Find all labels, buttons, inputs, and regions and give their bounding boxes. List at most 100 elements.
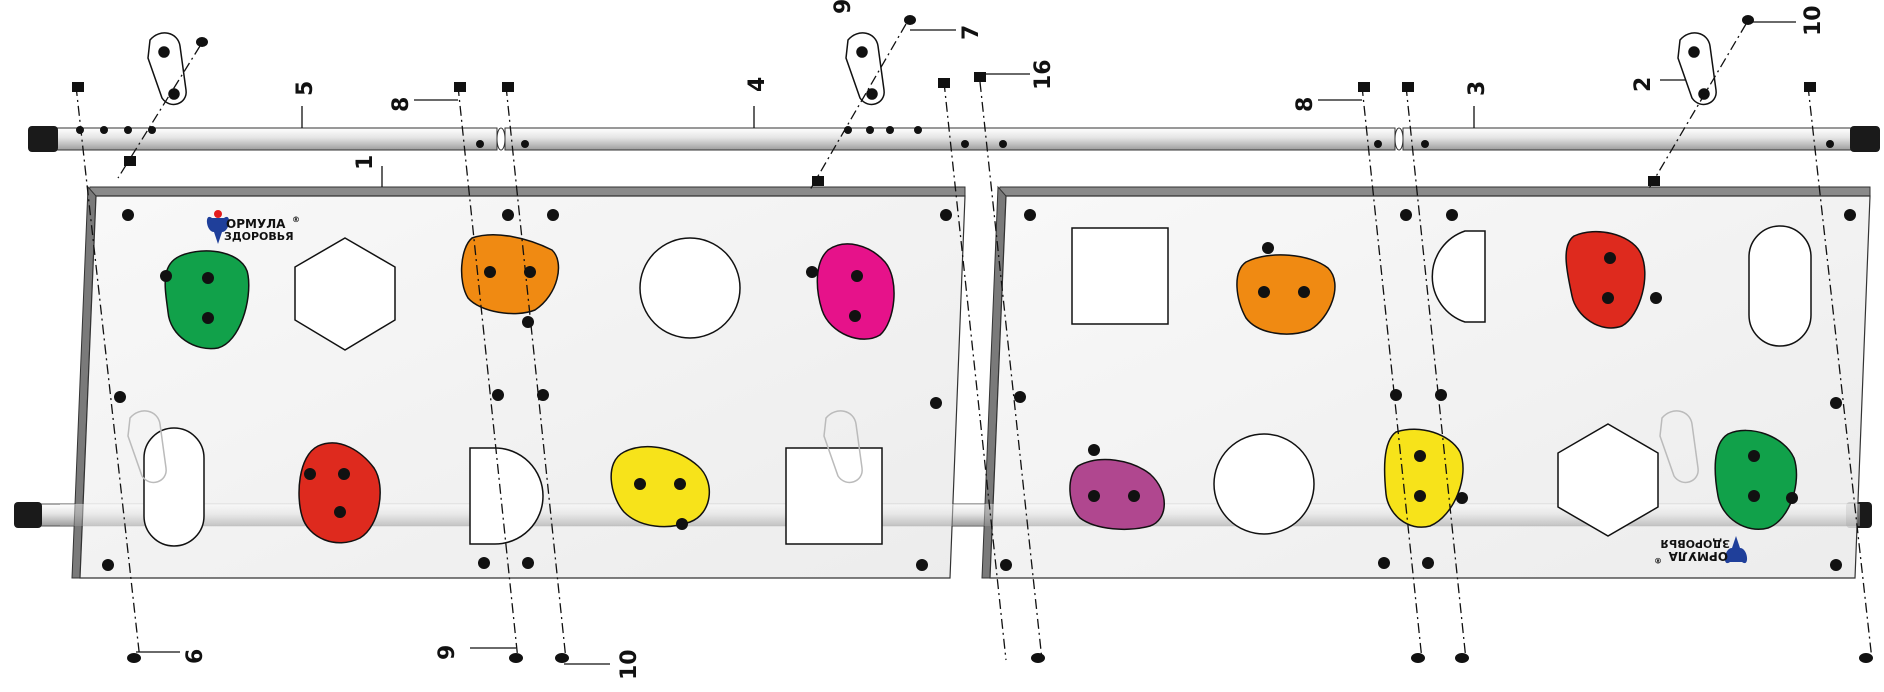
bolt-dot xyxy=(202,272,214,284)
mount-hole xyxy=(940,209,952,221)
stadium-cutout xyxy=(1748,225,1812,347)
nut xyxy=(72,82,84,92)
hold-purple xyxy=(1069,458,1165,531)
mount-hole xyxy=(114,391,126,403)
callout-7: 7 xyxy=(959,25,984,40)
tube-hole xyxy=(521,140,529,148)
logo-line1: ОРМУЛА xyxy=(226,217,286,231)
axis-line xyxy=(1647,23,1747,191)
axis-line xyxy=(1807,85,1873,661)
clamp-brackets-rear xyxy=(127,410,1699,484)
mount-hole xyxy=(478,557,490,569)
bolt-dot xyxy=(674,478,686,490)
extra-dot xyxy=(806,266,818,278)
bolt-head xyxy=(1031,653,1045,663)
mount-hole xyxy=(1024,209,1036,221)
extra-dot xyxy=(1456,492,1468,504)
tube-end-cap-left xyxy=(14,502,42,528)
tube-hole xyxy=(100,126,108,134)
bolt-dot xyxy=(1258,286,1270,298)
half-circle-cutout xyxy=(469,447,544,545)
extra-dot xyxy=(1650,292,1662,304)
square-cutout xyxy=(1071,227,1169,325)
hold-red-right xyxy=(1565,230,1646,329)
tube-hole xyxy=(1826,140,1834,148)
mount-hole xyxy=(1014,391,1026,403)
axis-line xyxy=(979,81,1043,661)
mount-hole xyxy=(502,209,514,221)
clamp-bracket xyxy=(147,32,187,106)
hold-green xyxy=(164,250,250,350)
bolt-dot xyxy=(1602,292,1614,304)
tube-hole xyxy=(476,140,484,148)
tube-hole xyxy=(999,140,1007,148)
tube-hole xyxy=(148,126,156,134)
hold-magenta xyxy=(816,243,895,340)
tube-hole xyxy=(886,126,894,134)
bolt-head xyxy=(904,15,916,25)
panel-right-cutouts xyxy=(1071,225,1812,537)
mount-hole xyxy=(1400,209,1412,221)
clamp-bracket-rear xyxy=(127,410,167,484)
clamp-bracket-rear xyxy=(823,410,863,484)
callout-1: 1 xyxy=(353,155,378,170)
extra-dot xyxy=(1088,444,1100,456)
nut xyxy=(454,82,466,92)
mount-hole xyxy=(1844,209,1856,221)
mount-holes xyxy=(102,209,1856,571)
tube-joint xyxy=(496,127,506,151)
tube-hole xyxy=(914,126,922,134)
mount-hole xyxy=(916,559,928,571)
callout-4: 4 xyxy=(745,77,770,92)
bolt-dot xyxy=(1414,490,1426,502)
mount-hole xyxy=(1435,389,1447,401)
mount-hole xyxy=(492,389,504,401)
bolt-head xyxy=(1455,653,1469,663)
bolt-head xyxy=(127,653,141,663)
climbing-holds xyxy=(164,230,1798,544)
tube-part-4 xyxy=(504,127,1396,151)
clamp-bracket xyxy=(845,32,885,106)
fasteners xyxy=(72,15,1873,663)
panel-right-edge xyxy=(997,186,1871,197)
mount-hole xyxy=(930,397,942,409)
callout-5: 5 xyxy=(293,81,318,96)
logo-right-mirrored: ОРМУЛА ЗДОРОВЬЯ ® xyxy=(1654,536,1748,565)
callout-8a: 8 xyxy=(389,97,414,112)
hold-bolts xyxy=(202,252,1760,518)
mount-hole xyxy=(1446,209,1458,221)
clamp-hole xyxy=(856,46,868,58)
hold-yellow-right xyxy=(1383,428,1464,528)
circle-cutout xyxy=(1213,433,1315,535)
bolt-dot xyxy=(1298,286,1310,298)
nut xyxy=(812,176,824,186)
bolt-dot xyxy=(849,310,861,322)
bolt-dot xyxy=(334,506,346,518)
tube-joint xyxy=(1394,127,1404,151)
nut xyxy=(938,78,950,88)
hold-orange-right xyxy=(1236,254,1336,335)
top-tube xyxy=(28,126,1880,152)
nut xyxy=(502,82,514,92)
tube-hole xyxy=(866,126,874,134)
bolt-dot xyxy=(1088,490,1100,502)
mount-hole xyxy=(102,559,114,571)
clamp-hole xyxy=(1688,46,1700,58)
axis-line xyxy=(943,81,1007,661)
extra-dot xyxy=(1786,492,1798,504)
mount-hole xyxy=(1422,557,1434,569)
logo-left: ОРМУЛА ЗДОРОВЬЯ ® xyxy=(206,210,300,244)
mount-hole xyxy=(1378,557,1390,569)
mount-hole xyxy=(1830,397,1842,409)
bolt-head xyxy=(1742,15,1754,25)
callout-9b: 9 xyxy=(435,645,460,660)
logo-figure-icon xyxy=(206,216,230,244)
tube-part-3 xyxy=(1402,127,1859,151)
tube-hole xyxy=(76,126,84,134)
axis-line xyxy=(505,85,567,661)
hold-orange xyxy=(460,234,560,315)
extra-dot xyxy=(1262,242,1274,254)
axis-line xyxy=(457,85,519,661)
nut xyxy=(1804,82,1816,92)
clamp-bracket xyxy=(1677,32,1717,106)
